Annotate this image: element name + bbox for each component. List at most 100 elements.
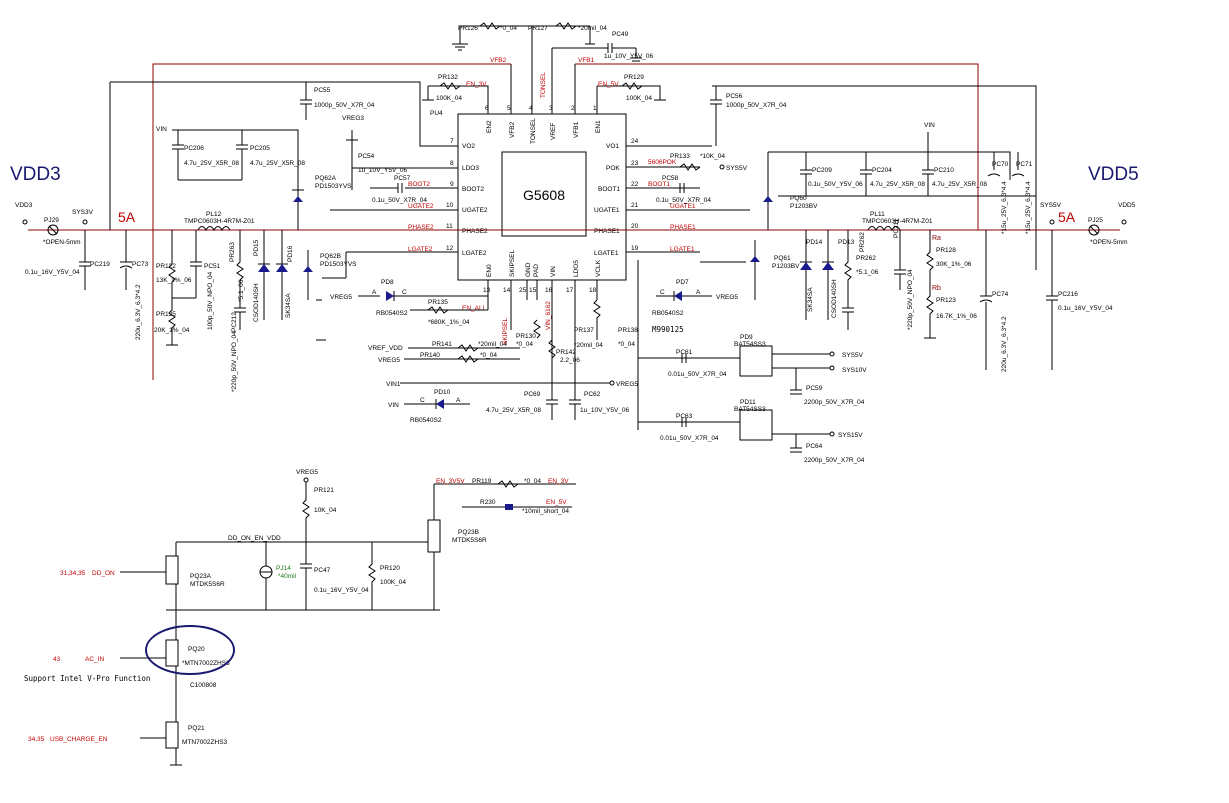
schematic-label: 0.1u_16V_Y5V_04	[25, 269, 80, 276]
pin-num-10: 10	[446, 202, 454, 209]
schematic-label: PC70	[992, 161, 1009, 168]
vdd3-rail: VDD3 5A VDD3 PJ29*OPEN-5mm SYS3V PC2190.…	[10, 82, 1120, 392]
schematic-label: C	[420, 397, 425, 404]
pin-num-21: 21	[631, 202, 639, 209]
schematic-label: DD_ON_EN_VDD	[228, 535, 281, 542]
schematic-label: PC64	[806, 443, 823, 450]
schematic-label: VIN	[388, 402, 399, 409]
schematic-label: PR141	[432, 341, 452, 348]
schematic-label: VIN	[156, 126, 167, 133]
schematic-label: PHASE1	[670, 224, 696, 231]
schematic-label: PD16	[287, 245, 294, 262]
pin-num-2: 2	[571, 105, 575, 112]
pin-name-ugate2: UGATE2	[462, 207, 488, 214]
schematic-label: *0_04	[500, 25, 517, 32]
top-network: PR126*0_04 PR127*20mil_04 PC491u_10V_Y5V…	[110, 22, 1037, 380]
schematic-label: 0.1u_50V_Y5V_06	[808, 181, 863, 188]
schematic-label: LGATE1	[670, 246, 695, 253]
pin-name-pok: POK	[606, 165, 620, 172]
schematic-label: 13K_1%_06	[156, 277, 192, 284]
schematic-label: PJ14	[276, 565, 291, 572]
schematic-label: VREG5	[616, 381, 638, 388]
pins-top: 6 5 4 3 2 1 EN2 VFB2 TONSEL VREF VFB1 EN…	[485, 26, 602, 144]
schematic-label: *0_04	[524, 478, 541, 485]
vdd5-current: 5A	[1058, 209, 1076, 225]
pin-name-en2: EN2	[486, 120, 493, 133]
pin-num-22: 22	[631, 181, 639, 188]
schematic-label: 4.7u_25V_X5R_08	[932, 181, 987, 188]
schematic-label: PR138	[618, 327, 638, 334]
schematic-label: PC206	[184, 145, 204, 152]
schematic-label: PC61	[676, 349, 693, 356]
schematic-label: 100K_04	[436, 95, 462, 102]
schematic-label: EN_5V	[598, 81, 619, 88]
vdd5-rail: VDD5 5A SYS5V PJ25*OPEN-5mm VDD5 PL11TMP…	[648, 122, 1139, 372]
schematic-label: 0.01u_50V_X7R_04	[668, 371, 727, 378]
schematic-label: A	[456, 397, 461, 404]
schematic-label: PC58	[662, 175, 679, 182]
schematic-label: VREG3	[342, 115, 364, 122]
schematic-label: PR133	[670, 153, 690, 160]
schematic-label: TONSEL	[540, 72, 547, 98]
schematic-label: A	[372, 289, 377, 296]
schematic-label: SKIPSEL	[502, 318, 509, 345]
schematic-label: PC73	[132, 261, 149, 268]
schematic-label: EN_3V5V	[436, 478, 465, 485]
schematic-label: *0_04	[516, 341, 533, 348]
schematic-label: VREF_VDD	[368, 345, 403, 352]
schematic-label: PJ29	[44, 217, 59, 224]
schematic-label: TMPC0603H-4R7M-Z01	[862, 218, 933, 225]
chip-core	[501, 151, 587, 237]
schematic-label: PC62	[584, 391, 601, 398]
schematic-label: 16.7K_1%_06	[936, 313, 977, 320]
schematic-label: PR120	[380, 565, 400, 572]
schematic-label: M990125	[652, 325, 684, 334]
schematic-label: PD1503YVS	[320, 261, 357, 268]
schematic-label: SYS5V	[842, 352, 864, 359]
schematic-label: RB0540S2	[410, 417, 442, 424]
pin-num-14: 14	[503, 287, 511, 294]
schematic-label: PD11	[740, 399, 756, 406]
pin-name-boot1: BOOT1	[598, 186, 620, 193]
schematic-label: EN_ALL	[462, 305, 487, 312]
schematic-label: PR122	[156, 263, 176, 270]
schematic-label: *10mil_short_04	[522, 508, 569, 515]
schematic-label: PC55	[314, 87, 331, 94]
schematic-label: PC59	[806, 385, 823, 392]
schematic-label: *20mil_04	[478, 341, 507, 348]
pin-name-vin: VIN	[550, 266, 557, 277]
schematic-label: PR135	[428, 299, 448, 306]
schematic-label: PC69	[524, 391, 541, 398]
schematic-label: SYS15V	[838, 432, 863, 439]
pin-num-17: 17	[566, 287, 574, 294]
schematic-label: TMPC0603H-4R7M-Z01	[184, 218, 255, 225]
schematic-label: PL11	[870, 211, 885, 218]
pin-name-boot2: BOOT2	[462, 186, 484, 193]
schematic-label: PR132	[438, 74, 458, 81]
schematic-label: 1000p_50V_X7R_04	[726, 102, 787, 109]
schematic-label: PD8	[381, 279, 394, 286]
pin-name-en1: EN1	[595, 120, 602, 133]
schematic-label: PQ20	[188, 646, 205, 653]
schematic-label: PQ23B	[458, 529, 479, 536]
pin-num-20: 20	[631, 223, 639, 230]
schematic-label: PR262	[859, 232, 866, 252]
schematic-label: USB_CHARGE_EN	[50, 736, 108, 743]
schematic-label: BAT54SS3	[734, 406, 766, 413]
schematic-label: P1203BV	[772, 263, 800, 270]
schematic-label: VDD3	[15, 202, 33, 209]
schematic-label: VIN_6162	[545, 301, 552, 330]
pin-name-ugate1: UGATE1	[594, 207, 620, 214]
schematic-label: PC204	[872, 167, 892, 174]
schematic-label: A	[696, 289, 701, 296]
pin-num-5: 5	[507, 105, 511, 112]
schematic-label: *20mil_04	[574, 342, 603, 349]
schematic-label: 4.7u_25V_X5R_08	[870, 181, 925, 188]
schematic-label: PC216	[1058, 291, 1078, 298]
schematic-label: PC210	[934, 167, 954, 174]
schematic-label: EN_3V	[466, 81, 487, 88]
schematic-label: PC219	[90, 261, 110, 268]
schematic-label: VREG5	[378, 357, 400, 364]
schematic-label: 2200p_50V_X7R_04	[804, 457, 865, 464]
schematic-label: PC209	[812, 167, 832, 174]
